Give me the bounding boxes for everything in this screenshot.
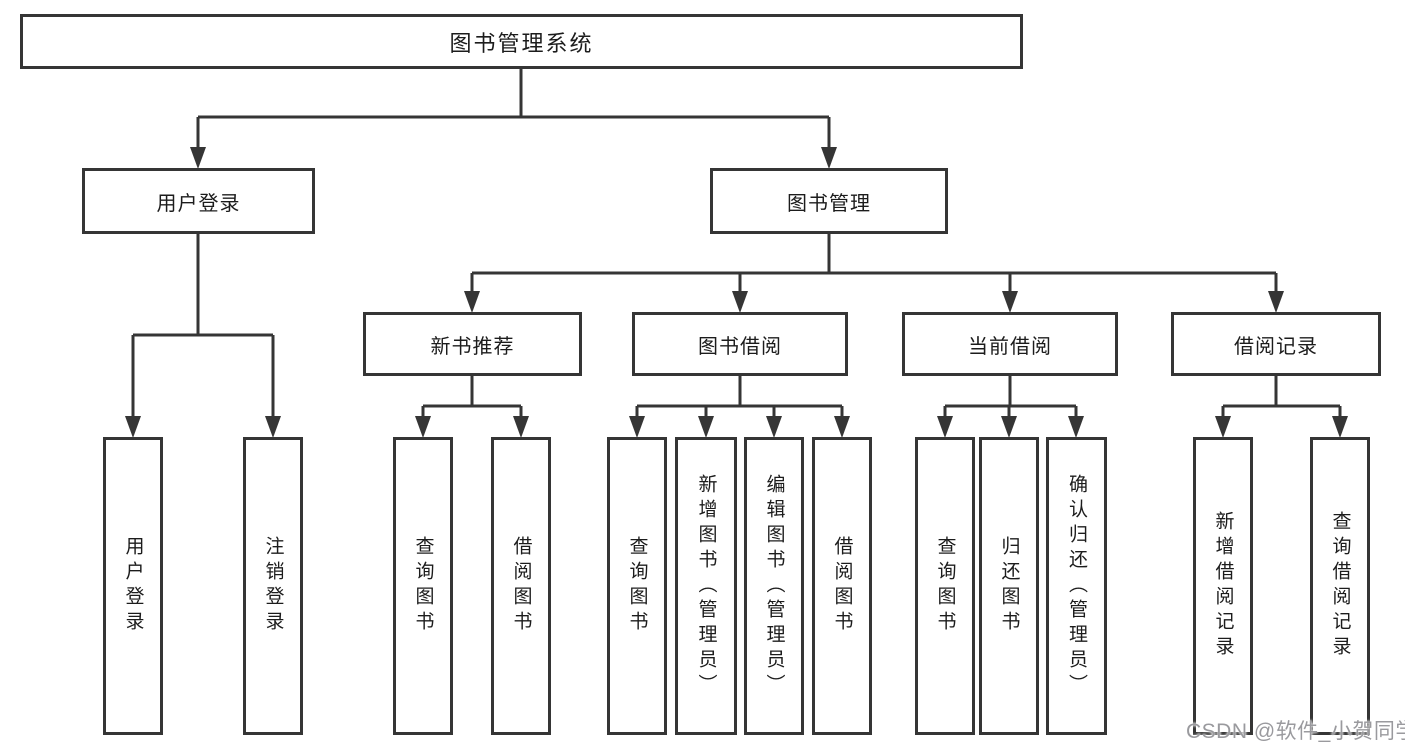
node-book-borrowing: 图书借阅 (632, 312, 848, 376)
node-borrowing-records: 借阅记录 (1171, 312, 1381, 376)
leaf-borrow-books-2: 借阅图书 (812, 437, 872, 735)
leaf-return-book: 归还图书 (979, 437, 1039, 735)
node-label: 借阅记录 (1234, 335, 1318, 358)
node-label: 新书推荐 (430, 335, 515, 358)
leaf-borrow-books-1: 借阅图书 (491, 437, 551, 735)
node-current-borrowing: 当前借阅 (902, 312, 1118, 376)
leaf-query-books-1: 查询图书 (393, 437, 453, 735)
node-label: 用户登录 (122, 536, 144, 636)
leaf-edit-book-admin: 编辑图书（管理员） (744, 437, 804, 735)
leaf-query-borrow-record: 查询借阅记录 (1310, 437, 1370, 735)
node-label: 查询图书 (626, 536, 648, 636)
node-new-book-recommend: 新书推荐 (363, 312, 582, 376)
node-label: 查询图书 (934, 536, 956, 636)
node-label: 借阅图书 (510, 536, 532, 636)
node-label: 注销登录 (262, 536, 284, 636)
leaf-confirm-return-admin: 确认归还（管理员） (1046, 437, 1107, 735)
node-label: 图书管理系统 (449, 30, 594, 56)
node-label: 查询借阅记录 (1329, 511, 1351, 661)
node-label: 归还图书 (998, 536, 1020, 636)
leaf-add-borrow-record: 新增借阅记录 (1193, 437, 1253, 735)
node-book-management: 图书管理 (710, 168, 948, 234)
leaf-logout: 注销登录 (243, 437, 303, 735)
node-label: 新增图书（管理员） (695, 473, 717, 699)
node-library-management-system: 图书管理系统 (20, 14, 1023, 69)
node-label: 确认归还（管理员） (1066, 473, 1087, 699)
node-label: 查询图书 (412, 536, 434, 636)
node-label: 图书管理 (787, 192, 871, 215)
watermark-csdn: CSDN @软件_小贺同学 (1186, 720, 1405, 743)
node-label: 借阅图书 (831, 536, 853, 636)
node-user-login: 用户登录 (82, 168, 315, 234)
leaf-query-books-3: 查询图书 (915, 437, 975, 735)
leaf-query-books-2: 查询图书 (607, 437, 667, 735)
leaf-user-login: 用户登录 (103, 437, 163, 735)
node-label: 用户登录 (156, 192, 241, 215)
node-label: 当前借阅 (968, 335, 1052, 358)
leaf-add-book-admin: 新增图书（管理员） (675, 437, 737, 735)
node-label: 图书借阅 (698, 335, 782, 358)
node-label: 新增借阅记录 (1212, 511, 1234, 661)
node-label: 编辑图书（管理员） (763, 473, 785, 699)
